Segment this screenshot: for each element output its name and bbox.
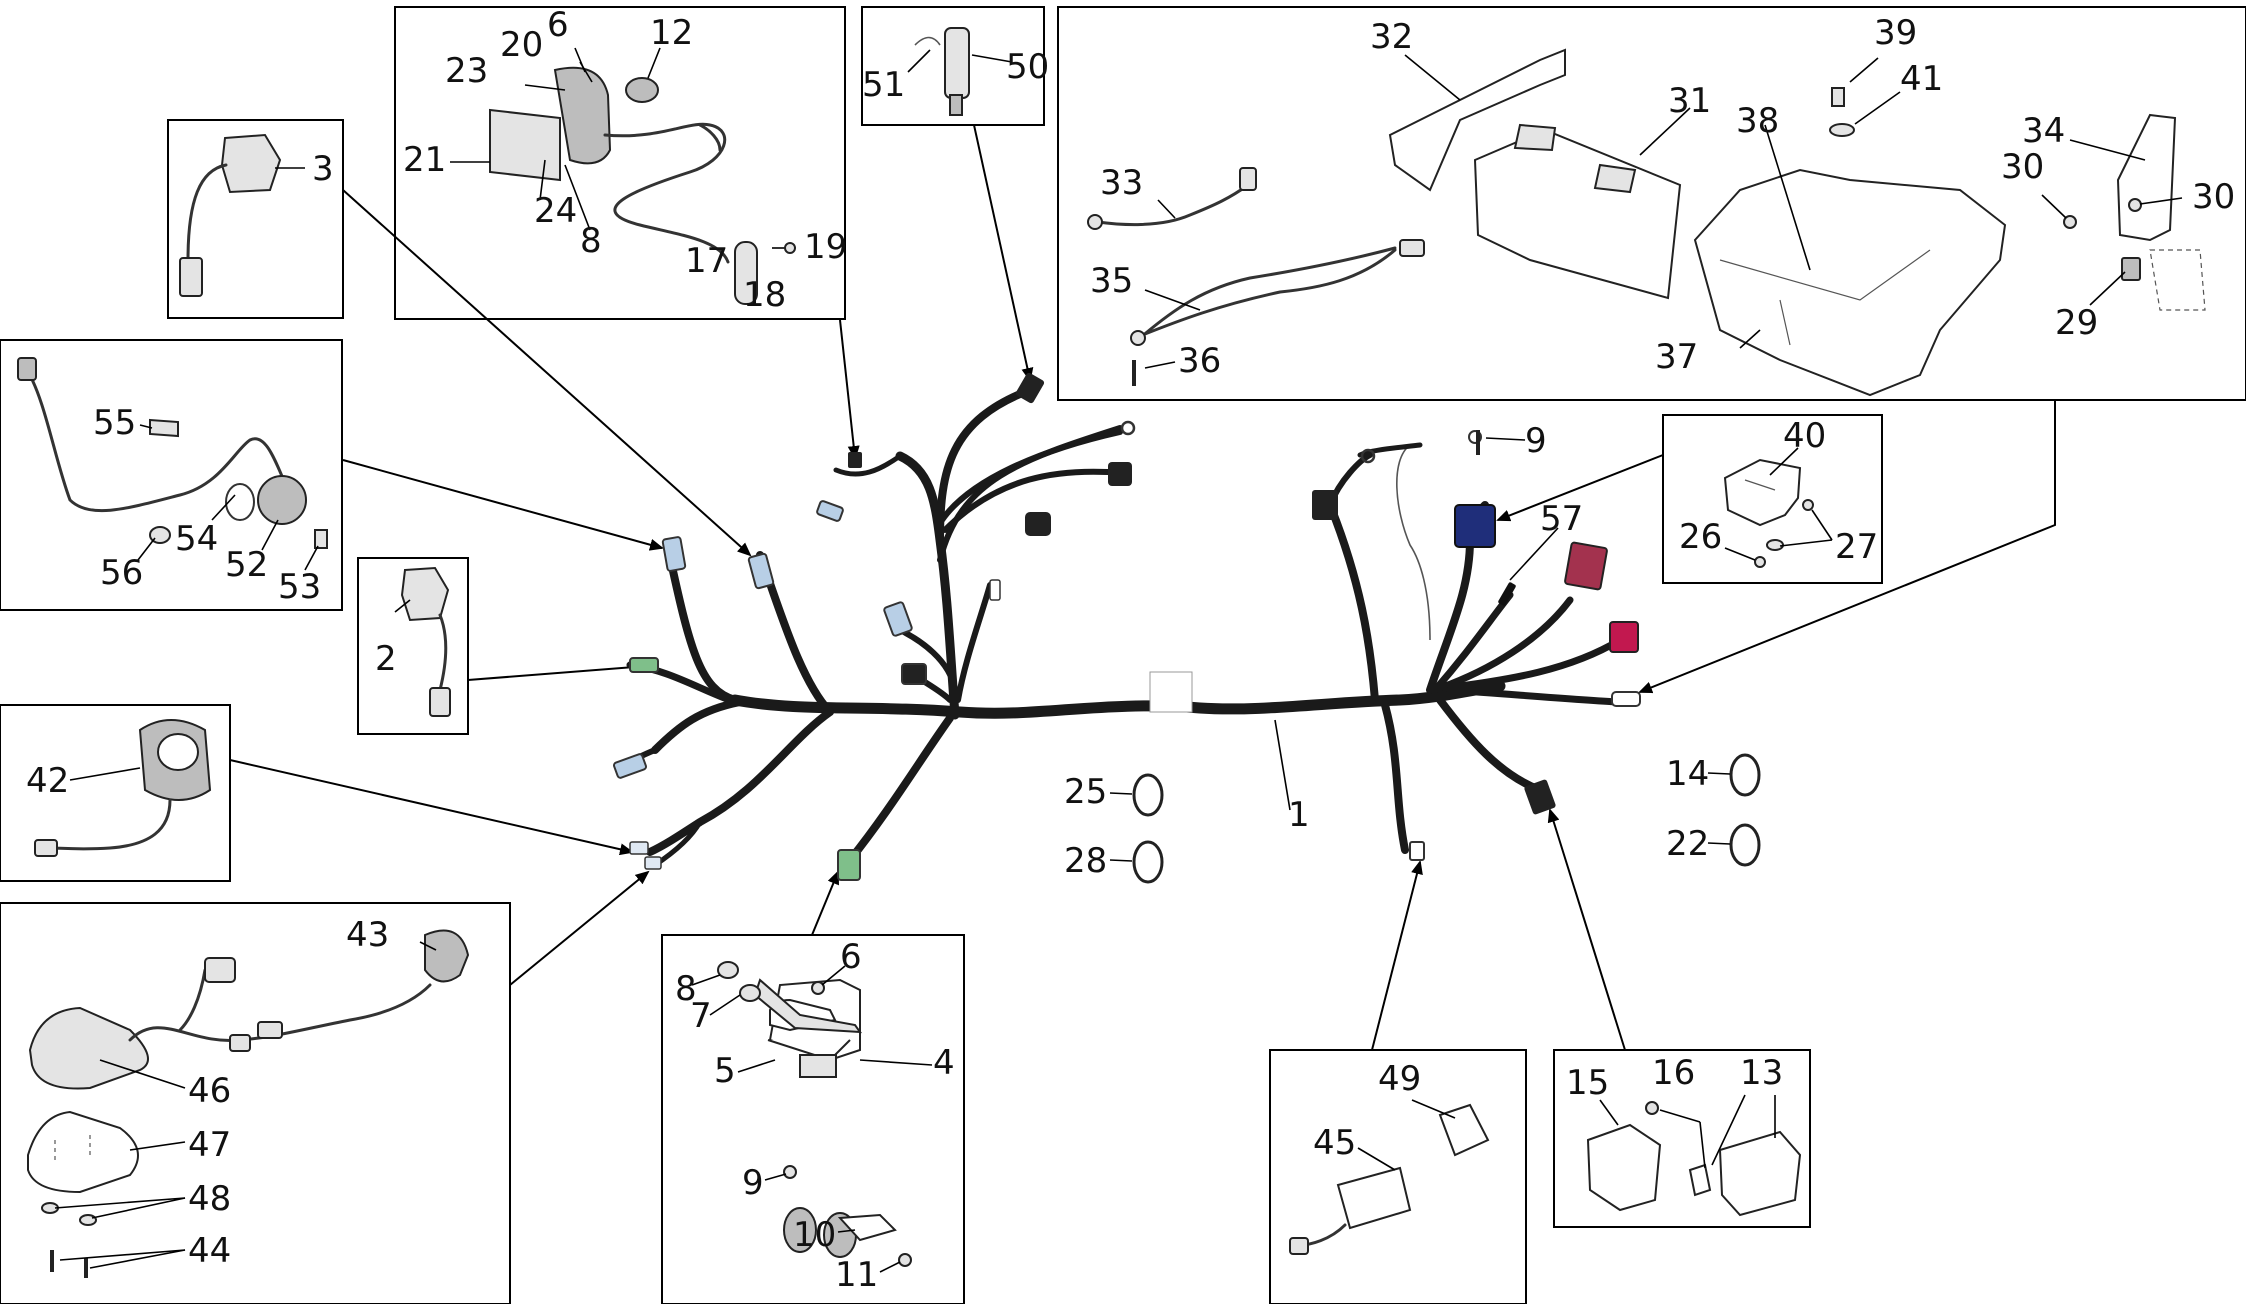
part-label-56: 56 <box>100 553 143 593</box>
part-label-49: 49 <box>1378 1059 1421 1099</box>
part-label-51: 51 <box>862 65 905 105</box>
connection-arrows <box>229 124 2056 1051</box>
box-switch-3 <box>167 119 344 319</box>
ignition-coil-assembly <box>450 47 796 305</box>
switch-3 <box>179 133 305 297</box>
part-label-22: 22 <box>1666 824 1709 864</box>
clamp-22 <box>1729 823 1761 867</box>
part-label-47: 47 <box>188 1125 231 1165</box>
antenna-assembly <box>27 929 470 1278</box>
part-label-52: 52 <box>225 545 268 585</box>
part-label-29: 29 <box>2055 303 2098 343</box>
part-label-15: 15 <box>1566 1063 1609 1103</box>
part-label-1: 1 <box>1288 795 1310 835</box>
part-label-35: 35 <box>1090 261 1133 301</box>
part-label-11: 11 <box>835 1255 878 1295</box>
part-label-25: 25 <box>1064 772 1107 812</box>
harness-connectors <box>613 372 1641 881</box>
part-label-40: 40 <box>1783 416 1826 456</box>
box-switch-2 <box>357 557 469 735</box>
box-battery <box>1057 6 2246 401</box>
part-label-48: 48 <box>188 1179 231 1219</box>
box-switch-42 <box>0 704 231 882</box>
part-label-50: 50 <box>1006 47 1049 87</box>
sensor-50-51 <box>907 27 1013 116</box>
part-label-44: 44 <box>188 1231 231 1271</box>
part-label-41: 41 <box>1900 59 1943 99</box>
part-label-43: 43 <box>346 915 389 955</box>
box-sensor-50-51 <box>861 6 1045 126</box>
part-label-24: 24 <box>534 191 577 231</box>
part-label-16: 16 <box>1652 1053 1695 1093</box>
part-label-12: 12 <box>650 13 693 53</box>
part-label-3: 3 <box>312 149 334 189</box>
part-label-23: 23 <box>445 51 488 91</box>
part-label-7: 7 <box>690 996 712 1036</box>
part-label-38: 38 <box>1736 101 1779 141</box>
part-label-45: 45 <box>1313 1123 1356 1163</box>
part-label-6a: 6 <box>547 5 569 45</box>
part-label-30a: 30 <box>2001 147 2044 187</box>
part-label-18: 18 <box>743 275 786 315</box>
part-label-30b: 30 <box>2192 177 2235 217</box>
box-module-45 <box>1269 1049 1527 1304</box>
part-label-39: 39 <box>1874 13 1917 53</box>
fuse-box-13 <box>1586 1094 1802 1217</box>
part-label-5: 5 <box>714 1051 736 1091</box>
battery-assembly <box>1087 48 2206 397</box>
part-number-labels: 1 2 3 4 5 6 6 7 8 8 9 9 10 11 12 13 14 1… <box>26 5 2235 1295</box>
part-label-20: 20 <box>500 25 543 65</box>
part-label-53: 53 <box>278 567 321 607</box>
part-label-36: 36 <box>1178 341 1221 381</box>
box-relay-40 <box>1662 414 1883 584</box>
part-label-46: 46 <box>188 1071 231 1111</box>
relay-40 <box>1723 447 1833 568</box>
part-label-2: 2 <box>375 639 397 679</box>
part-label-13: 13 <box>1740 1053 1783 1093</box>
box-ignition-coil <box>394 6 846 320</box>
part-label-8b: 8 <box>675 969 697 1009</box>
lambda-sensor-assembly <box>17 357 328 571</box>
main-wiring-harness <box>617 386 1624 868</box>
module-45-49 <box>1289 1099 1490 1255</box>
part-label-17: 17 <box>685 241 728 281</box>
part-label-8a: 8 <box>580 221 602 261</box>
part-label-6b: 6 <box>840 937 862 977</box>
clamp-14 <box>1729 753 1761 797</box>
part-label-31: 31 <box>1668 81 1711 121</box>
loose-parts <box>1109 430 1761 884</box>
part-label-42: 42 <box>26 761 69 801</box>
part-label-55: 55 <box>93 403 136 443</box>
clamp-28 <box>1132 840 1164 884</box>
part-label-28: 28 <box>1064 841 1107 881</box>
part-label-10: 10 <box>793 1215 836 1255</box>
part-label-33: 33 <box>1100 163 1143 203</box>
switch-2 <box>394 566 451 717</box>
part-label-34: 34 <box>2022 111 2065 151</box>
part-label-32: 32 <box>1370 17 1413 57</box>
clamp-25 <box>1132 773 1164 817</box>
part-label-9b: 9 <box>742 1163 764 1203</box>
part-label-57: 57 <box>1540 499 1583 539</box>
box-fuse-13 <box>1553 1049 1811 1228</box>
box-lambda-sensor <box>0 339 343 611</box>
regulator-assembly <box>691 961 933 1273</box>
part-label-9a: 9 <box>1525 421 1547 461</box>
part-label-4: 4 <box>933 1043 955 1083</box>
switch-42 <box>34 719 212 857</box>
part-label-14: 14 <box>1666 754 1709 794</box>
box-antenna-46 <box>0 902 511 1304</box>
part-label-27: 27 <box>1835 527 1878 567</box>
part-label-26: 26 <box>1679 517 1722 557</box>
part-label-54: 54 <box>175 519 218 559</box>
part-label-37: 37 <box>1655 337 1698 377</box>
part-label-19: 19 <box>804 227 847 267</box>
part-label-21: 21 <box>403 140 446 180</box>
